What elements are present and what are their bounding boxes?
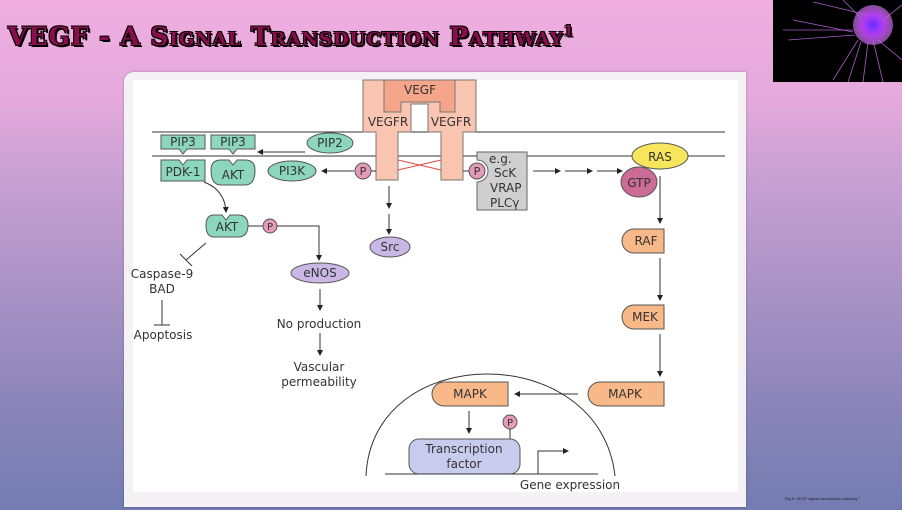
adaptor-vrap: VRAP [490,181,522,195]
phospho-right [468,162,486,180]
mapk-nucleus-node [431,381,509,407]
phospho-right-label: P [474,165,481,178]
pdk1-node [160,159,206,182]
arrow-pdk1-akt [203,181,229,213]
mek-label: MEK [632,310,659,324]
pip3-node-1 [160,134,206,155]
enos-node [290,262,350,284]
pdk1-label: PDK-1 [165,165,200,179]
tf-label-1: Transcription [424,442,502,456]
adaptor-plcg: PLCγ [490,196,519,210]
nucleus-envelope [365,373,616,477]
src-node [369,236,411,258]
vegf-label: VEGF [404,83,436,97]
cell-photo [773,0,902,82]
pip2-node [306,132,354,154]
transcription-start-arrow [537,448,569,474]
mapk-nucleus-label: MAPK [453,387,488,401]
akt-membrane-node [210,159,256,186]
raf-label: RAF [635,234,658,248]
vascular-label: Vascular [294,360,345,374]
pip2-label: PIP2 [317,136,343,150]
inhibit-akt-caspase [185,242,207,261]
adaptor-eg: e.g. [489,152,512,166]
title-footnote-marker: 1 [563,23,575,40]
pip3-label-1: PIP3 [170,135,196,149]
raf-node [621,228,665,254]
vegfr-right-label: VEGFR [431,115,471,129]
gtp-label: GTP [627,176,650,190]
ras-node [631,142,689,170]
akt-membrane-label: AKT [222,168,245,182]
tf-label-2: factor [446,457,481,471]
vegf-ligand [383,79,456,113]
cancer-cell-image [783,0,902,82]
src-label: Src [381,240,400,254]
mapk-cytoplasm-label: MAPK [608,387,643,401]
gene-expression-label: Gene expression [520,478,620,492]
pi3k-node [267,160,317,182]
caspase9-label: Caspase-9 [131,267,194,281]
no-production-label: No production [277,317,362,331]
mapk-cytoplasm-node [587,381,665,407]
vegfr-left-label: VEGFR [368,115,408,129]
pip3-label-2: PIP3 [220,135,246,149]
slide-title-text: VEGF - A Signal Transduction Pathway [8,22,564,51]
figure-caption: Fig 6. VEGF signal transduction pathway … [785,496,860,501]
phospho-left-label: P [360,165,367,178]
akt-node [205,214,249,238]
permeability-label: permeability [281,375,357,389]
adaptor-sck: ScK [494,166,517,180]
arrow-akt-enos [277,225,322,261]
pip3-node-2 [210,134,256,155]
phospho-tf-label: P [507,418,513,429]
adaptor-box [476,151,528,211]
phospho-akt-label: P [267,222,273,233]
cell-body [853,5,893,45]
phospho-left [354,162,372,180]
apoptosis-label: Apoptosis [134,328,193,342]
vegfr-complex [362,79,477,181]
slide-title: VEGF - A Signal Transduction Pathway1 [8,22,574,51]
ras-label: RAS [648,150,672,164]
akt-label: AKT [216,220,239,234]
enos-label: eNOS [303,266,336,280]
dimer-crosslink [397,159,442,171]
mek-node [621,304,665,330]
pi3k-label: PI3K [279,164,306,178]
bad-label: BAD [149,282,175,296]
gtp-node [620,166,658,198]
